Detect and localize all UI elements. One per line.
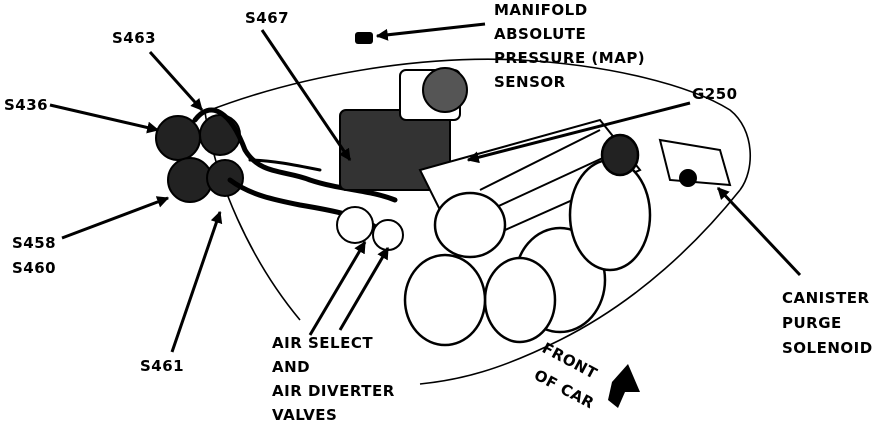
arrow-s458: [61, 196, 170, 240]
arrow-air-1: [308, 240, 367, 336]
pulleys: [403, 133, 652, 347]
label-s436: S436: [4, 96, 49, 114]
label-s460: S460: [12, 259, 57, 277]
callout-arrows: [49, 22, 802, 353]
label-s467: S467: [245, 9, 290, 27]
arrow-air-2: [338, 246, 390, 331]
bulkhead-connectors: [155, 114, 244, 203]
arrow-s461: [170, 210, 223, 353]
label-s461: S461: [140, 357, 185, 375]
map-sensor-body: [355, 32, 373, 44]
arrow-g250: [466, 101, 691, 164]
arrow-s467: [260, 29, 352, 161]
front-arrow-icon: [608, 364, 640, 408]
arrow-s463: [148, 50, 204, 112]
arrow-s436: [49, 103, 160, 134]
arrow-map: [375, 22, 486, 41]
label-s463: S463: [112, 29, 157, 47]
label-g250: G250: [692, 85, 738, 103]
air-valves-body: [336, 206, 404, 251]
label-s458: S458: [12, 234, 57, 252]
canister-solenoid-body: [658, 138, 732, 187]
arrow-canister: [716, 186, 802, 277]
